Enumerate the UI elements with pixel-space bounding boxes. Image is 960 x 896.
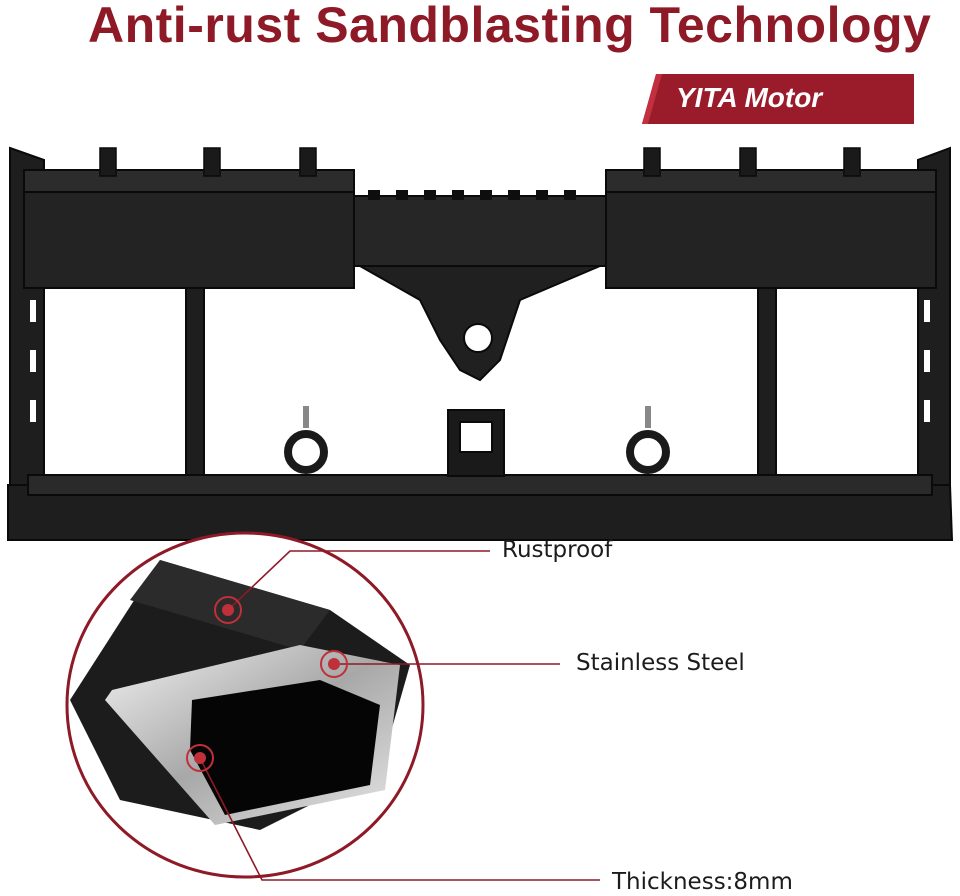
callout-rustproof: Rustproof: [502, 537, 613, 563]
brand-badge-shape: [642, 74, 914, 124]
zoom-detail: [67, 533, 423, 877]
frame-tabs: [99, 147, 861, 177]
ring-bolts: [303, 406, 651, 428]
callout-stainless-steel: Stainless Steel: [576, 650, 745, 676]
quick-attach-frame: [7, 146, 954, 541]
side-slots: [30, 300, 930, 422]
chain-rings: [284, 430, 670, 474]
page-title: Anti-rust Sandblasting Technology: [88, 0, 932, 53]
brand-logo-text: YITA Motor: [676, 82, 823, 113]
brand-badge: YITA Motor: [642, 74, 914, 124]
callout-markers: [186, 596, 348, 772]
frame-teeth: [368, 190, 576, 200]
callout-lines: [199, 550, 600, 881]
receiver-hitch: [447, 409, 505, 477]
callout-thickness: Thickness:8mm: [612, 869, 793, 895]
zoom-circle-border: [65, 531, 425, 879]
pin-hole: [463, 323, 493, 353]
